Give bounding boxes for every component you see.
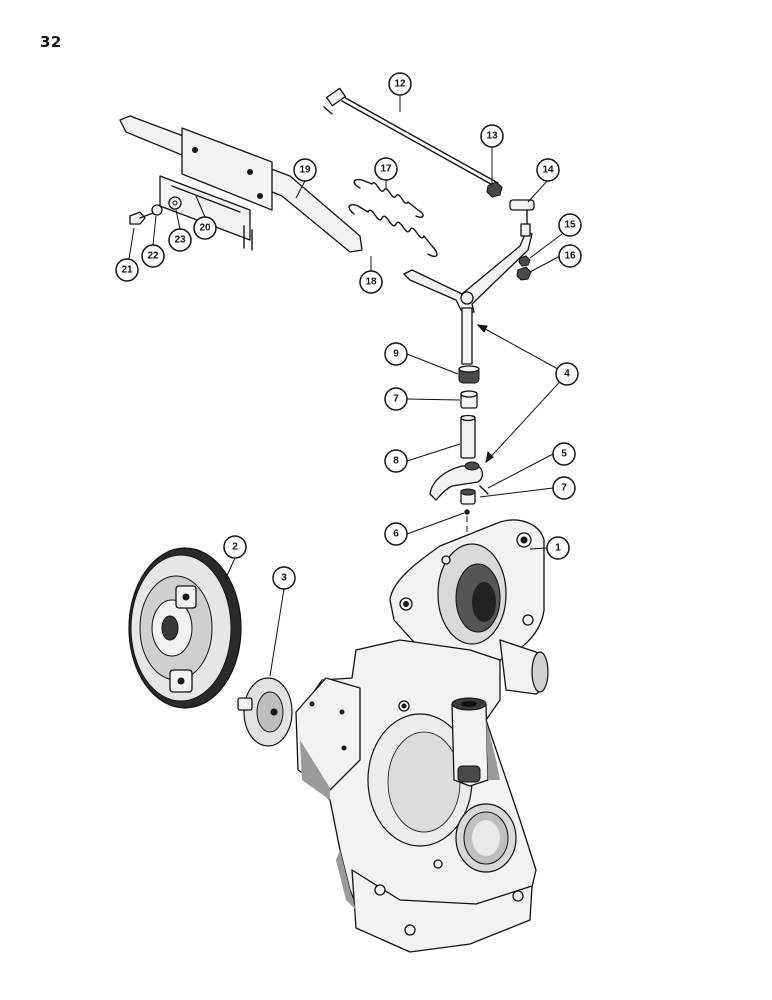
callout-17: 17 — [374, 157, 398, 181]
speed-control-bracket — [119, 115, 363, 253]
leader-lines — [128, 95, 568, 677]
svg-text:16: 16 — [564, 251, 576, 262]
page-number: 32 — [40, 33, 62, 51]
callout-3: 3 — [272, 566, 296, 590]
svg-text:4: 4 — [564, 369, 570, 380]
svg-text:8: 8 — [393, 456, 399, 467]
swivel-pin — [509, 199, 535, 225]
callout-19: 19 — [293, 158, 317, 182]
throttle-rod — [323, 87, 499, 189]
callout-9: 9 — [384, 342, 408, 366]
spring-large — [348, 204, 438, 258]
svg-text:6: 6 — [393, 529, 399, 540]
svg-text:7: 7 — [561, 483, 567, 494]
lock-washer — [151, 204, 163, 216]
svg-text:20: 20 — [199, 223, 211, 234]
callout-14: 14 — [536, 158, 560, 182]
callout-8: 8 — [384, 449, 408, 473]
camshaft-gear — [128, 547, 242, 709]
timing-gear-housing — [295, 519, 549, 953]
svg-text:3: 3 — [281, 573, 287, 584]
svg-text:19: 19 — [299, 165, 311, 176]
svg-text:5: 5 — [561, 449, 567, 460]
washer — [518, 255, 531, 267]
flat-washer — [168, 196, 182, 210]
callout-13: 13 — [480, 124, 504, 148]
callout-12: 12 — [388, 72, 412, 96]
callout-22: 22 — [141, 244, 165, 268]
svg-text:18: 18 — [365, 277, 377, 288]
callout-21: 21 — [115, 258, 139, 282]
bolt — [129, 211, 154, 225]
svg-text:2: 2 — [232, 542, 238, 553]
oil-seal — [458, 365, 480, 384]
svg-text:9: 9 — [393, 349, 399, 360]
callout-2: 2 — [223, 535, 247, 559]
svg-text:17: 17 — [380, 164, 392, 175]
callout-18: 18 — [359, 270, 383, 294]
shaft — [460, 414, 476, 459]
bushing-lower — [460, 488, 476, 505]
svg-text:7: 7 — [393, 394, 399, 405]
svg-text:15: 15 — [564, 220, 576, 231]
svg-text:13: 13 — [486, 131, 498, 142]
callout-1: 1 — [546, 536, 570, 560]
svg-text:12: 12 — [394, 79, 406, 90]
callout-16: 16 — [558, 244, 582, 268]
check-ball — [464, 509, 470, 515]
nut — [486, 181, 503, 198]
governor-lever — [403, 223, 533, 365]
svg-text:22: 22 — [147, 251, 159, 262]
svg-text:1: 1 — [555, 543, 561, 554]
callout-5: 5 — [552, 442, 576, 466]
svg-text:21: 21 — [121, 265, 133, 276]
thrust-plate — [237, 677, 293, 747]
nut — [516, 266, 532, 281]
callout-6: 6 — [384, 522, 408, 546]
callout-4: 4 — [555, 362, 579, 386]
callout-15: 15 — [558, 213, 582, 237]
svg-text:14: 14 — [542, 165, 554, 176]
lever-arm — [429, 461, 489, 501]
callout-7-upper: 7 — [384, 387, 408, 411]
bushing-upper — [460, 390, 478, 409]
spring-small — [353, 178, 424, 219]
svg-text:23: 23 — [174, 235, 186, 246]
callout-20: 20 — [193, 216, 217, 240]
callout-23: 23 — [168, 228, 192, 252]
callout-7-lower: 7 — [552, 476, 576, 500]
